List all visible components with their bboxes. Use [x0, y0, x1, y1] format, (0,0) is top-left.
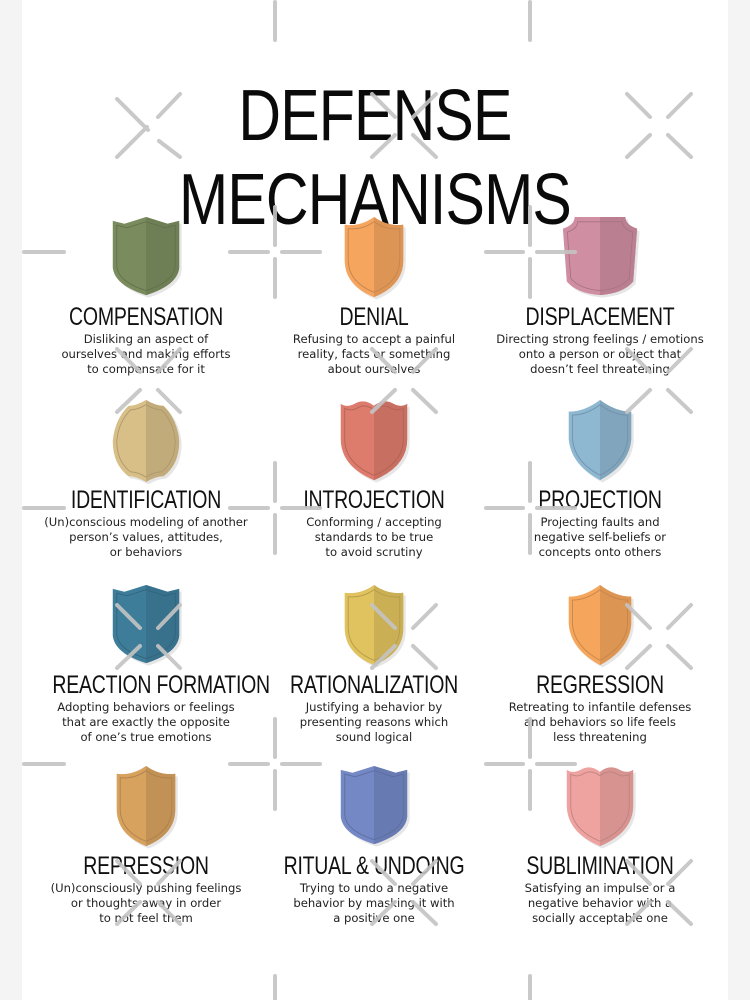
- mechanism-name: COMPENSATION: [69, 303, 223, 331]
- description-line: onto a person or object that: [518, 347, 682, 361]
- description-line: ourselves and making efforts: [61, 347, 231, 361]
- mechanism-card-identification: IDENTIFICATION(Un)conscious modeling of …: [26, 398, 266, 560]
- description-line: negative self-beliefs or: [533, 530, 667, 544]
- shield-icon: [344, 584, 406, 668]
- description-line: reality, facts or something: [297, 347, 451, 361]
- shield-icon: [340, 401, 410, 483]
- shield-icon: [568, 399, 634, 483]
- description-line: Adopting behaviors or feelings: [57, 700, 235, 714]
- shield-icon: [116, 765, 178, 849]
- description-line: that are exactly the opposite: [62, 715, 230, 729]
- description-line: standards to be true: [314, 530, 434, 544]
- shield-icon: [562, 216, 640, 298]
- mechanism-name: RATIONALIZATION: [289, 671, 459, 699]
- description-line: to avoid scrutiny: [325, 545, 423, 559]
- description-line: socially acceptable one: [532, 911, 668, 925]
- description-line: Retreating to infantile defenses: [508, 700, 692, 714]
- shield-icon: [112, 216, 182, 298]
- description-line: less threatening: [553, 730, 647, 744]
- description-line: Satisfying an impulse or a: [524, 881, 676, 895]
- description-line: doesn’t feel threatening: [530, 362, 670, 376]
- description-line: (Un)consciously pushing feelings: [50, 881, 242, 895]
- description-line: (Un)conscious modeling of another: [44, 515, 248, 529]
- description-line: presenting reasons which: [299, 715, 449, 729]
- description-line: Justifying a behavior by: [305, 700, 443, 714]
- description-line: Trying to undo a negative: [299, 881, 449, 895]
- mechanism-name: REACTION FORMATION: [52, 671, 270, 699]
- mechanism-card-repression: REPRESSION(Un)consciously pushing feelin…: [26, 764, 266, 926]
- mechanism-name: RITUAL & UNDOING: [283, 852, 465, 880]
- shield-icon: [568, 584, 634, 668]
- description-line: person’s values, attitudes,: [69, 530, 223, 544]
- description-line: a positive one: [333, 911, 415, 925]
- shield-icon: [112, 399, 182, 484]
- mechanism-name: REGRESSION: [536, 671, 664, 699]
- shield-icon: [112, 584, 182, 666]
- description-line: about ourselves: [327, 362, 421, 376]
- description-line: or thoughts away in order: [70, 896, 222, 910]
- mechanism-name: DENIAL: [339, 303, 409, 331]
- description-line: behavior by masking it with: [293, 896, 455, 910]
- description-line: Projecting faults and: [540, 515, 660, 529]
- description-line: Disliking an aspect of: [83, 332, 209, 346]
- mechanism-name: SUBLIMINATION: [526, 852, 674, 880]
- mechanism-name: REPRESSION: [83, 852, 209, 880]
- mechanism-name: PROJECTION: [538, 486, 662, 514]
- description-line: sound logical: [335, 730, 413, 744]
- description-line: Refusing to accept a painful: [292, 332, 456, 346]
- shield-icon: [566, 767, 636, 849]
- description-line: to not feel them: [99, 911, 193, 925]
- mechanism-name: DISPLACEMENT: [525, 303, 675, 331]
- description-line: and behaviors so life feels: [524, 715, 676, 729]
- description-line: negative behavior with a: [527, 896, 673, 910]
- shield-icon: [344, 216, 406, 300]
- mechanism-name: INTROJECTION: [303, 486, 445, 514]
- description-line: Conforming / accepting: [306, 515, 442, 529]
- description-line: to compensate for it: [87, 362, 205, 376]
- description-line: concepts onto others: [538, 545, 662, 559]
- description-line: Directing strong feelings / emotions: [496, 332, 704, 346]
- mechanism-name: IDENTIFICATION: [70, 486, 222, 514]
- shield-icon: [340, 765, 410, 847]
- description-line: of one’s true emotions: [80, 730, 212, 744]
- description-line: or behaviors: [109, 545, 183, 559]
